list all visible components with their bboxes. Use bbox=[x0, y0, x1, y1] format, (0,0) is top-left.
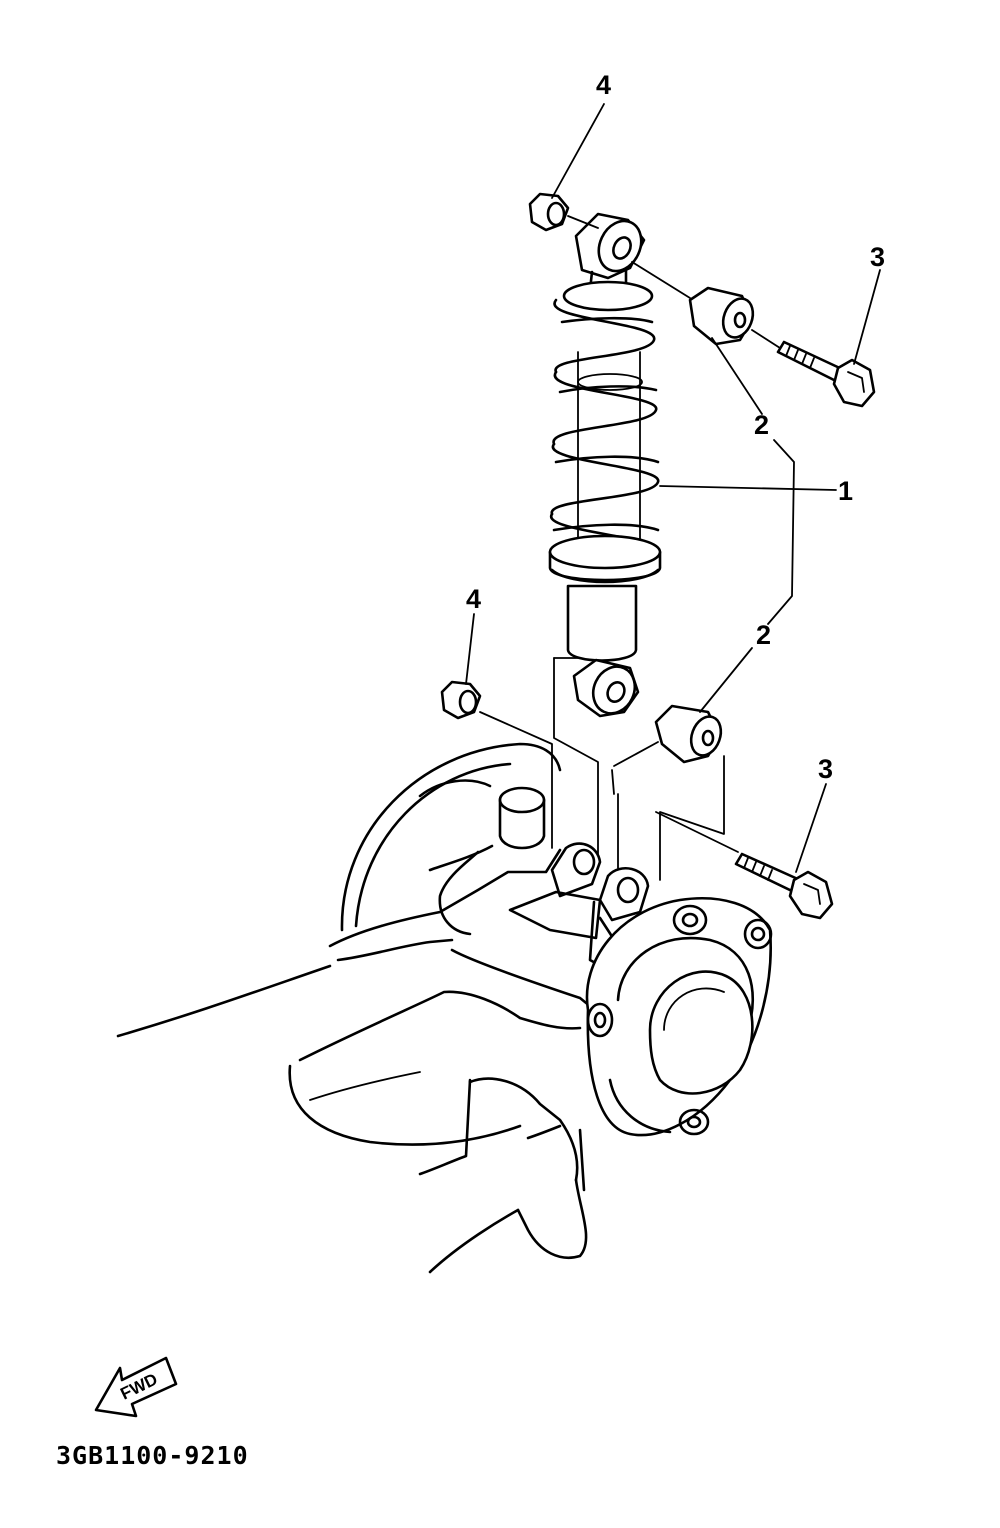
callout-number-4-lower: 4 bbox=[466, 584, 481, 614]
forward-direction-arrow: FWD bbox=[94, 1356, 178, 1418]
alignment-line-lower bbox=[553, 657, 615, 795]
callout-number-2-upper: 2 bbox=[754, 410, 769, 440]
rear-axle-assembly bbox=[116, 742, 773, 1274]
alignment-line-upper bbox=[567, 215, 781, 349]
callout-number-3-lower: 3 bbox=[818, 754, 833, 784]
leader-lines bbox=[465, 103, 881, 873]
alignment-line-lower bbox=[479, 657, 739, 881]
bushing-lower bbox=[654, 704, 723, 764]
shock-absorber bbox=[548, 212, 662, 718]
callout-number-3-upper: 3 bbox=[870, 242, 885, 272]
callout-number-2-lower: 2 bbox=[756, 620, 771, 650]
nut-upper bbox=[528, 192, 570, 232]
diagram-code: 3GB1100-9210 bbox=[56, 1441, 249, 1470]
callout-number-1: 1 bbox=[838, 476, 853, 506]
nut-lower bbox=[440, 680, 482, 720]
bolt-lower bbox=[734, 852, 834, 920]
bolt-upper bbox=[776, 340, 876, 408]
callout-number-4-upper: 4 bbox=[596, 70, 611, 100]
bushing-upper bbox=[688, 286, 755, 346]
